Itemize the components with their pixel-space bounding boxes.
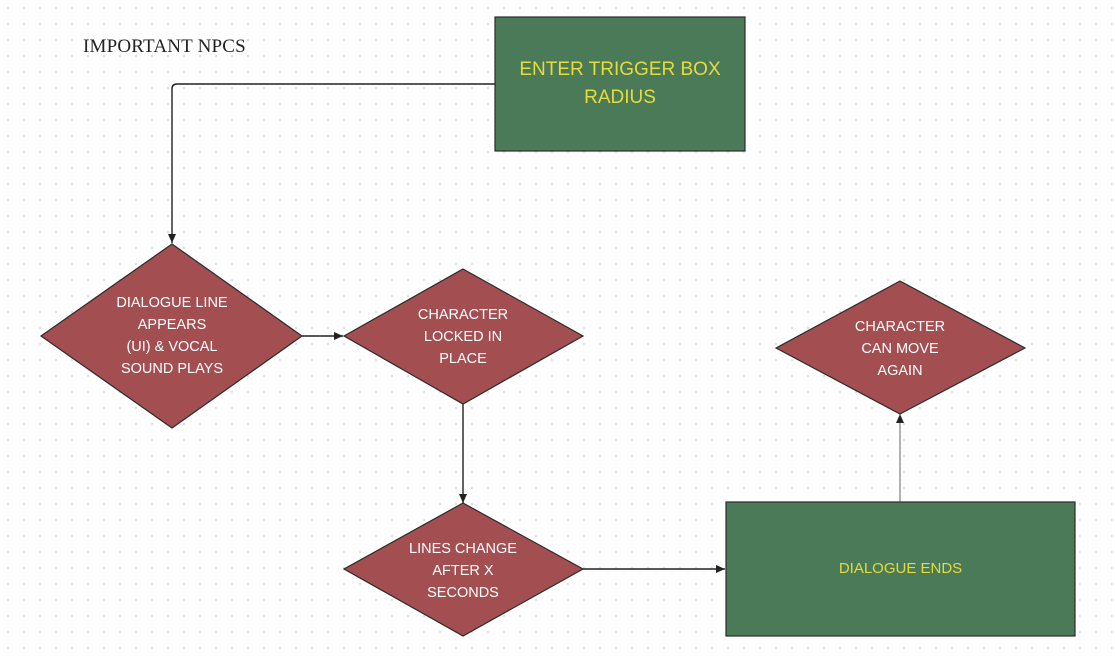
diagram-title: IMPORTANT NPCS [83, 36, 246, 57]
node-lines-change[interactable] [342, 502, 585, 637]
node-trigger-label: ENTER TRIGGER BOX RADIUS [519, 59, 721, 108]
node-dialogue-ends-label: DIALOGUE ENDS [838, 560, 963, 577]
node-locked[interactable] [342, 268, 585, 405]
node-can-move[interactable] [774, 280, 1027, 415]
edge-trigger-to-dialogue-line [168, 83, 495, 243]
node-locked-label: CHARACTER LOCKED IN PLACE [417, 307, 509, 367]
node-dialogue-line[interactable] [39, 243, 304, 429]
node-dialogue-line-label: DIALOGUE LINE APPEARS (UI) & VOCAL SOUND… [116, 295, 228, 377]
node-trigger[interactable] [494, 16, 746, 152]
node-dialogue-ends[interactable] [725, 501, 1076, 637]
node-can-move-label: CHARACTER CAN MOVE AGAIN [854, 319, 946, 379]
node-lines-change-label: LINES CHANGE AFTER X SECONDS [409, 541, 517, 601]
